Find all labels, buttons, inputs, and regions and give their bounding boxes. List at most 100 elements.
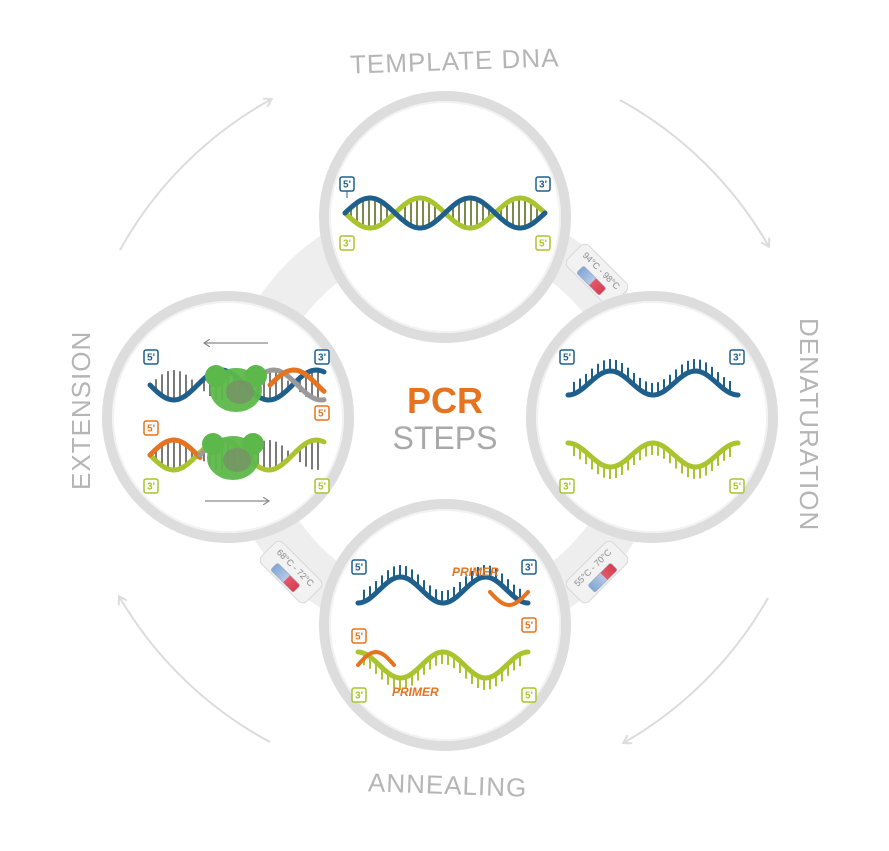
template-dna-helix: 5' 3' 3' 5' [339, 176, 551, 251]
annealing-end-5-primer-bottom-box [351, 628, 367, 644]
denaturation-strand-green [565, 440, 741, 470]
denaturation-end-5-blue-box [559, 349, 575, 365]
extension-end-3-green: 3' [143, 478, 159, 494]
annealing-end-3-green-text: 3' [355, 691, 363, 702]
annealing-end-5-primer-top-box [521, 617, 537, 633]
extension-end-3-blue-box [314, 349, 330, 365]
circle-template-dna [319, 91, 571, 343]
template-end-3-green-box [339, 235, 355, 251]
template-end-5-green: 5' [535, 235, 551, 251]
extension-strands: 5' 3' 5' 5' 3' 5' [143, 343, 330, 501]
denaturation-end-3-green-text: 3' [563, 482, 571, 493]
circle-denaturation [526, 291, 778, 543]
annealing-primer-top [488, 590, 530, 607]
denaturation-end-3-green-box [559, 478, 575, 494]
extension-end-5-orange-top-box [314, 405, 330, 421]
extension-end-3-green-text: 3' [147, 482, 155, 493]
template-strand-blue [342, 195, 548, 231]
template-end-5-green-text: 5' [539, 239, 547, 250]
extension-end-5-green-text: 5' [318, 482, 326, 493]
annealing-primer-bottom [356, 649, 396, 667]
extension-bottom-new-orange [147, 437, 203, 460]
annealing-strand-blue [355, 574, 531, 606]
step-title-extension: EXTENSION [66, 330, 96, 490]
denaturation-end-3-blue-box [729, 349, 745, 365]
temperature-tube-annealing-thermometer [588, 563, 617, 592]
extension-end-3-blue: 3' [314, 349, 330, 365]
annealing-primer-label-bottom: PRIMER [392, 685, 439, 699]
cycle-arrow-bottom-left [120, 598, 271, 743]
extension-end-5-blue-text: 5' [147, 353, 155, 364]
dna-polymerase-bottom-channel [223, 448, 251, 472]
dna-polymerase-top-channel [226, 380, 254, 404]
extension-top-new-orange [267, 367, 327, 394]
center-title-steps: STEPS [392, 420, 498, 456]
extension-end-5-orange-bottom-text: 5' [147, 424, 155, 435]
cycle-arrow-bottom-right [625, 597, 769, 742]
dna-polymerase-bottom-lobe-left [202, 433, 224, 455]
denaturation-end-5-blue: 5' [559, 349, 575, 365]
extension-end-5-blue: 5' [143, 349, 159, 365]
extension-end-5-green-box [314, 478, 330, 494]
template-end-5-blue-box [339, 176, 355, 192]
denaturation-end-3-green: 3' [559, 478, 575, 494]
circle-template-dna-inner-ring [329, 101, 561, 333]
dna-polymerase-top-lobe-left [205, 365, 227, 387]
annealing-end-5-green-box [521, 687, 537, 703]
template-base-pairs [350, 198, 538, 228]
template-end-3-green: 3' [339, 235, 355, 251]
template-end-3-blue-text: 3' [539, 180, 547, 191]
circle-extension-inner-ring [112, 301, 344, 533]
extension-end-3-blue-text: 3' [318, 353, 326, 364]
annealing-end-3-green: 3' [351, 687, 367, 703]
annealing-end-3-green-box [351, 687, 367, 703]
template-end-3-blue-box [535, 176, 551, 192]
annealing-strand-green [355, 649, 531, 681]
denaturation-strands: 5' 3' 3' 5' [559, 349, 745, 494]
annealing-primer-label-top: PRIMER [452, 565, 499, 579]
annealing-end-3-blue: 3' [521, 559, 537, 575]
temperature-tube-extension-holder [259, 540, 323, 604]
temperature-tube-extension-thermometer [271, 563, 300, 592]
step-title-annealing: ANNEALING [367, 767, 528, 803]
circle-denaturation-inner-ring [536, 301, 768, 533]
template-end-3-green-text: 3' [343, 239, 351, 250]
circle-annealing-inner-ring [329, 509, 561, 741]
extension-end-5-blue-box [143, 349, 159, 365]
dna-polymerase-top [205, 365, 267, 412]
dna-polymerase-bottom [202, 433, 264, 480]
denaturation-end-5-blue-text: 5' [563, 353, 571, 364]
center-title: PCR STEPS [360, 382, 530, 457]
annealing-end-5-blue-text: 5' [355, 563, 363, 574]
denaturation-end-5-green-box [729, 478, 745, 494]
temperature-tube-annealing-holder [565, 540, 629, 604]
extension-end-3-green-box [143, 478, 159, 494]
annealing-end-5-blue-box [351, 559, 367, 575]
template-end-5-green-box [535, 235, 551, 251]
temperature-tube-denaturation-thermometer [577, 266, 606, 295]
circle-annealing [319, 499, 571, 751]
annealing-end-5-primer-top-text: 5' [525, 621, 533, 632]
annealing-end-5-green-text: 5' [525, 691, 533, 702]
dna-polymerase-bottom-lobe-right [242, 433, 264, 455]
extension-end-5-green: 5' [314, 478, 330, 494]
extension-end-5-orange-bottom: 5' [143, 420, 159, 436]
extension-end-5-orange-bottom-box [143, 420, 159, 436]
circle-extension [102, 291, 354, 543]
denaturation-end-3-blue: 3' [729, 349, 745, 365]
annealing-end-5-primer-bottom-text: 5' [355, 632, 363, 643]
extension-end-5-orange-top-text: 5' [318, 409, 326, 420]
annealing-end-5-blue: 5' [351, 559, 367, 575]
extension-end-5-orange-top: 5' [314, 405, 330, 421]
cycle-arrow-top-left [119, 100, 270, 251]
annealing-end-5-green: 5' [521, 687, 537, 703]
annealing-end-5-primer-top: 5' [521, 617, 537, 633]
denaturation-strand-blue [565, 368, 741, 398]
template-end-5-blue-text: 5' [343, 180, 351, 191]
cycle-arrow-top-right [619, 99, 768, 245]
dna-polymerase-top-lobe-right [245, 365, 267, 387]
annealing-end-3-blue-box [521, 559, 537, 575]
denaturation-end-5-green-text: 5' [733, 482, 741, 493]
